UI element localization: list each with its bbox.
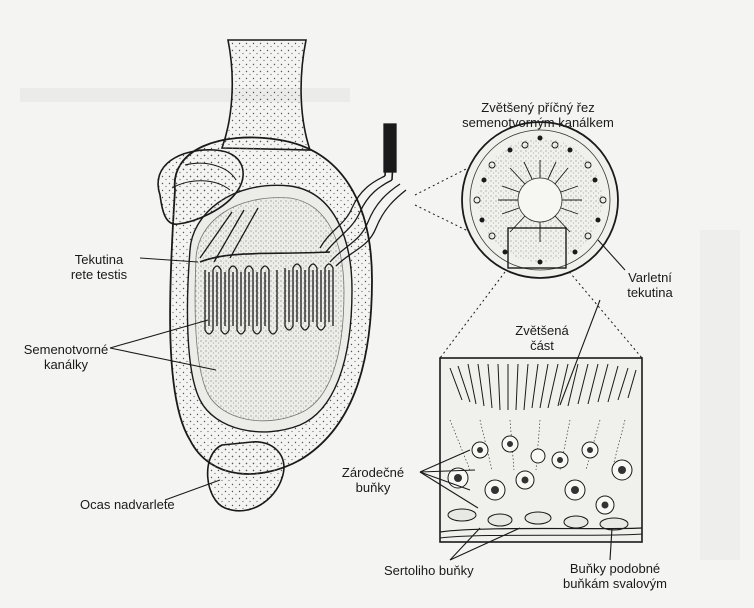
enlarged-part-label: Zvětšená část bbox=[500, 323, 584, 353]
germ-cells-label-line2: buňky bbox=[328, 480, 418, 495]
myoid-cells-label: Buňky podobné buňkám svalovým bbox=[540, 561, 690, 591]
seminiferous-label: Semenotvorné kanálky bbox=[14, 342, 118, 372]
rete-testis-label-line1: Tekutina bbox=[54, 252, 144, 267]
enlarged-section bbox=[440, 358, 642, 542]
cross-section-title-line1: Zvětšený příčný řez bbox=[418, 100, 658, 115]
germ-cells-label: Zárodečné buňky bbox=[328, 465, 418, 495]
germ-cells-label-line1: Zárodečné bbox=[328, 465, 418, 480]
testicular-fluid-label-line1: Varletní bbox=[610, 270, 690, 285]
enlarged-part-label-line2: část bbox=[500, 338, 584, 353]
myoid-cells-label-line2: buňkám svalovým bbox=[540, 576, 690, 591]
testicular-fluid-label: Varletní tekutina bbox=[610, 270, 690, 300]
sertoli-cells-label: Sertoliho buňky bbox=[384, 563, 474, 578]
testicular-fluid-label-line2: tekutina bbox=[610, 285, 690, 300]
rete-testis-label-line2: rete testis bbox=[54, 267, 144, 282]
myoid-cells-label-line1: Buňky podobné bbox=[540, 561, 690, 576]
seminiferous-label-line1: Semenotvorné bbox=[14, 342, 118, 357]
cross-section-title-line2: semenotvorným kanálkem bbox=[418, 115, 658, 130]
enlarged-part-label-line1: Zvětšená bbox=[500, 323, 584, 338]
rete-testis-label: Tekutina rete testis bbox=[54, 252, 144, 282]
epididymis-tail-label: Ocas nadvarlete bbox=[80, 497, 175, 512]
cross-section bbox=[462, 122, 618, 278]
cross-section-title: Zvětšený příčný řez semenotvorným kanálk… bbox=[418, 100, 658, 130]
spermatic-cord bbox=[222, 40, 310, 150]
seminiferous-label-line2: kanálky bbox=[14, 357, 118, 372]
epididymis-tail bbox=[208, 442, 284, 511]
